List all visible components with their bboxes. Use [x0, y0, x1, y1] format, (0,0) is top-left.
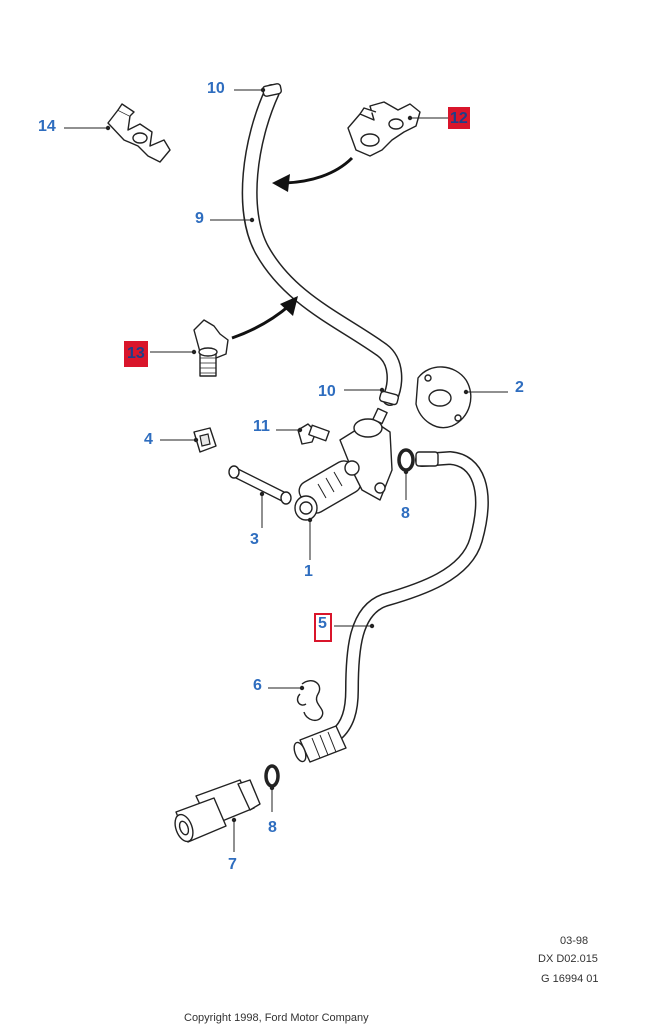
callout-9: 9	[195, 210, 204, 227]
copyright-notice: Copyright 1998, Ford Motor Company	[184, 1012, 369, 1024]
callout-1: 1	[304, 563, 313, 580]
callout-13: 13	[127, 345, 145, 362]
callout-14: 14	[38, 118, 56, 135]
part-11-bolt	[297, 423, 330, 445]
highlight-box-5	[314, 613, 332, 642]
part-5-pipe	[293, 450, 489, 763]
highlight-box-13	[124, 341, 148, 367]
callout-6: 6	[253, 677, 262, 694]
part-2-gasket	[415, 366, 472, 429]
highlight-box-12	[448, 107, 470, 129]
callout-3: 3	[250, 531, 259, 548]
part-7-connector	[174, 779, 261, 843]
part-8-o-ring-lower	[264, 764, 280, 788]
arrow-to-hose-middle	[231, 296, 298, 340]
arrow-to-hose-top	[272, 156, 354, 192]
part-6-retaining-clip	[296, 680, 324, 722]
part-1-master-cylinder	[294, 407, 393, 521]
callout-7: 7	[228, 856, 237, 873]
callout-8-lower: 8	[268, 819, 277, 836]
part-10-clip-bottom	[378, 390, 400, 406]
callout-8-upper: 8	[401, 505, 410, 522]
reference-graphic-number: G 16994 01	[541, 973, 599, 985]
part-9-hose	[241, 84, 403, 406]
reference-date: 03-98	[560, 935, 588, 947]
part-8-o-ring-upper	[397, 448, 415, 472]
part-14-clip	[107, 103, 171, 163]
callout-10-bottom: 10	[318, 383, 336, 400]
part-12-clip	[347, 101, 421, 157]
callout-2: 2	[515, 379, 524, 396]
leader-lines	[64, 87, 508, 852]
part-13-clip	[193, 319, 229, 377]
callout-12: 12	[450, 110, 468, 127]
callout-4: 4	[144, 431, 153, 448]
part-4-clip	[193, 427, 217, 453]
reference-drawing-number: DX D02.015	[538, 953, 598, 965]
callout-10-top: 10	[207, 80, 225, 97]
callout-11: 11	[253, 418, 270, 435]
callout-5: 5	[318, 615, 327, 632]
part-3-pushrod	[228, 465, 292, 505]
